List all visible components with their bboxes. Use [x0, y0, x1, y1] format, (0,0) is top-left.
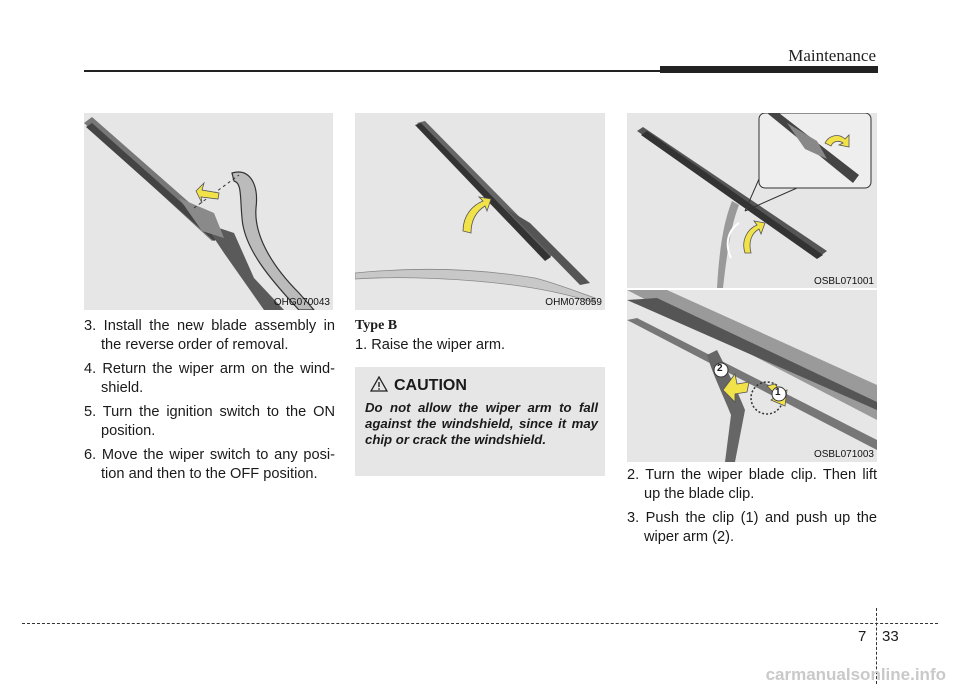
caution-text: Do not allow the wiper arm to fall again… [365, 400, 598, 447]
watermark: carmanualsonline.info [765, 665, 946, 684]
footer-divider [876, 608, 877, 684]
header-rule-thick [660, 66, 878, 73]
callout-2: 2 [717, 363, 723, 374]
left-steps: 3. Install the new blade assembly in the… [84, 317, 335, 489]
figure-push-clip: 1 2 OSBL071003 [627, 290, 877, 462]
chapter-number: 7 [858, 628, 867, 645]
figure-code: OHG070043 [273, 297, 330, 308]
step-2-turn-clip: 2. Turn the wiper blade clip. Then lift … [627, 467, 877, 502]
figure-install-blade: OHG070043 [84, 113, 333, 310]
push-clip-illustration [627, 290, 877, 462]
figure-code: OHM078059 [545, 297, 602, 308]
step-1-raise-arm: 1. Raise the wiper arm. [355, 337, 506, 353]
step-6-wiper-switch: 6. Move the wiper switch to any posi-tio… [84, 447, 335, 482]
section-title: Maintenance [788, 46, 876, 65]
type-b-heading: Type B [355, 318, 398, 333]
figure-code: OSBL071001 [813, 276, 874, 287]
caution-box: CAUTION Do not allow the wiper arm to fa… [355, 367, 605, 476]
step-4-return-arm: 4. Return the wiper arm on the wind-shie… [84, 361, 335, 396]
right-steps: 2. Turn the wiper blade clip. Then lift … [627, 466, 877, 552]
step-5-ignition: 5. Turn the ignition switch to the ON po… [84, 404, 335, 439]
step-3-push-clip: 3. Push the clip (1) and push up the wip… [627, 510, 877, 545]
wiper-raise-illustration [355, 121, 596, 304]
page-number: 33 [882, 628, 899, 645]
header-rule [84, 70, 660, 72]
figure-code: OSBL071003 [813, 449, 874, 460]
step-3-install: 3. Install the new blade assembly in the… [84, 318, 335, 353]
callout-1: 1 [775, 387, 781, 398]
middle-steps: 1. Raise the wiper arm. [355, 336, 605, 360]
figure-blade-clip: OSBL071001 [627, 113, 877, 288]
blade-clip-illustration [637, 113, 872, 288]
caution-title: CAUTION [394, 377, 467, 394]
figure-raise-arm: OHM078059 [355, 113, 605, 310]
wiper-install-illustration [84, 117, 315, 310]
warning-triangle-icon [370, 376, 388, 392]
footer-rule [22, 623, 938, 624]
